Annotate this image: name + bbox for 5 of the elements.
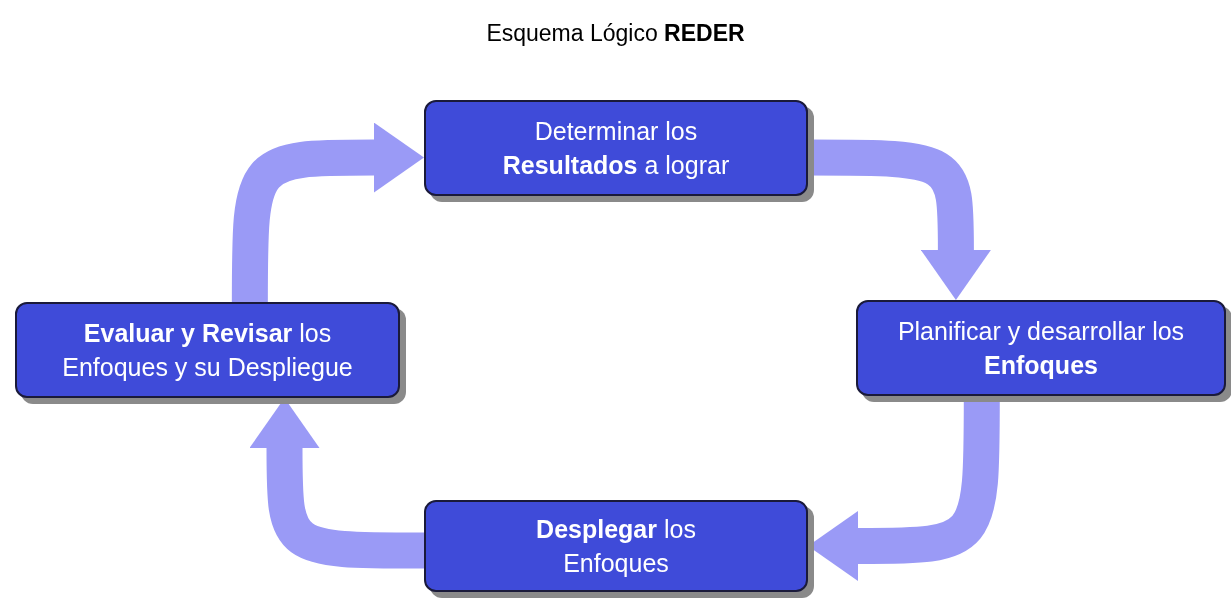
diagram-title: Esquema Lógico REDER bbox=[486, 19, 745, 48]
box-label: Evaluar y Revisar los Enfoques y su Despliegue bbox=[61, 318, 354, 383]
box-label: Determinar los Resultados a lograr bbox=[501, 116, 731, 181]
box-label: Planificar y desarrollar los Enfoques bbox=[896, 316, 1186, 381]
box-label: Desplegar los Enfoques bbox=[535, 514, 697, 579]
